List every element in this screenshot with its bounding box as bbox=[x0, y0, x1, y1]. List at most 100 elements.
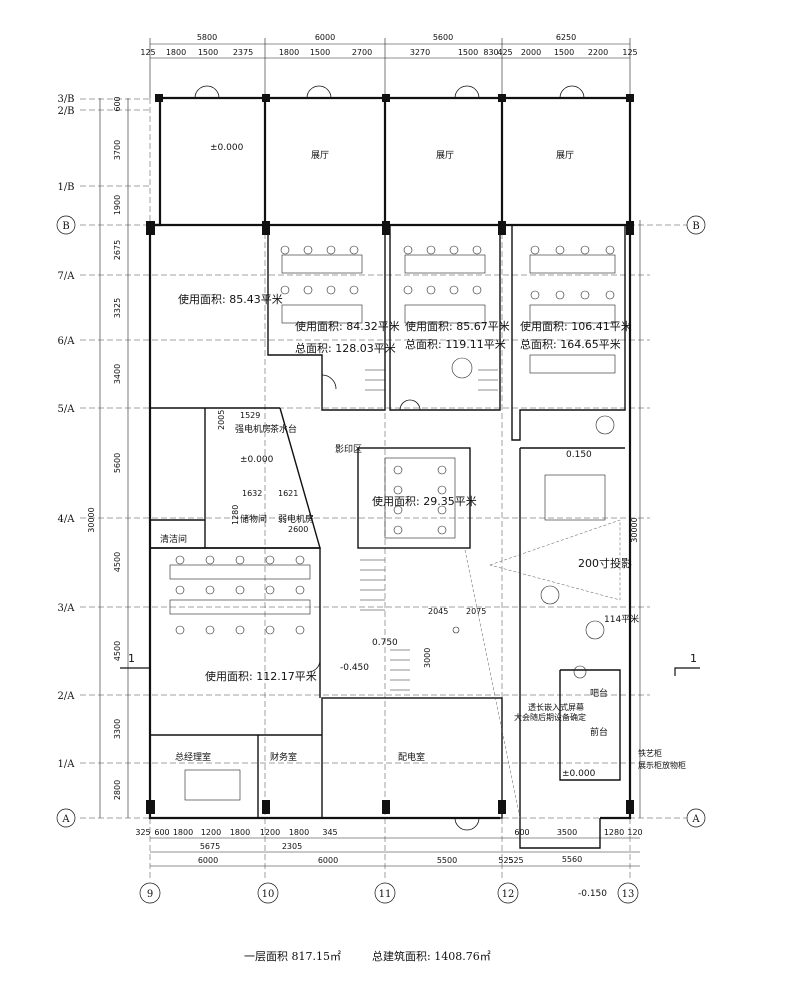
area-114: 114平米 bbox=[604, 613, 639, 625]
top-seg-6: 1500 bbox=[310, 48, 330, 57]
elev-m045: -0.450 bbox=[340, 663, 369, 673]
bot-row3-2: 6000 bbox=[318, 856, 338, 865]
row-axis-A: A bbox=[61, 814, 70, 825]
left-dim-overall: 30000 bbox=[87, 507, 96, 532]
dim-1280: 1280 bbox=[231, 505, 240, 525]
elev-015: 0.150 bbox=[566, 450, 592, 460]
room1-area: 使用面积: 85.43平米 bbox=[178, 293, 283, 306]
bot-row3-5: 525 bbox=[508, 856, 523, 865]
top-dim-overall-3: 5600 bbox=[433, 33, 453, 42]
top-seg-1: 125 bbox=[140, 48, 155, 57]
row-axis-A-right: A bbox=[691, 814, 700, 825]
print-area: 影印区 bbox=[335, 443, 362, 455]
bot-seg-1: 325 bbox=[135, 828, 150, 837]
bar-counter: 吧台 bbox=[590, 687, 608, 699]
left-seg-5: 3325 bbox=[113, 298, 122, 318]
gm-office: 总经理室 bbox=[175, 751, 211, 763]
left-seg-9: 4500 bbox=[113, 641, 122, 661]
top-seg-4: 2375 bbox=[233, 48, 253, 57]
room4-area: 使用面积: 106.41平米 bbox=[520, 320, 632, 333]
left-seg-8: 4500 bbox=[113, 552, 122, 572]
section-marker-right: 1 bbox=[690, 652, 697, 665]
top-dim-overall-4: 6250 bbox=[556, 33, 576, 42]
top-dim-overall-1: 5800 bbox=[197, 33, 217, 42]
room4-total: 总面积: 164.65平米 bbox=[520, 337, 621, 351]
top-seg-15: 125 bbox=[622, 48, 637, 57]
top-dim-overall-2: 6000 bbox=[315, 33, 335, 42]
open-office-area: 使用面积: 112.17平米 bbox=[205, 670, 317, 683]
bot-row3-3: 5500 bbox=[437, 856, 457, 865]
dim-1621: 1621 bbox=[278, 489, 298, 498]
left-seg-11: 2800 bbox=[113, 780, 122, 800]
left-seg-10: 3300 bbox=[113, 719, 122, 739]
front-desk: 前台 bbox=[590, 726, 608, 738]
tea-counter: 茶水台 bbox=[270, 423, 297, 435]
bot-seg-11: 1280 bbox=[604, 828, 624, 837]
bot-seg-4: 1200 bbox=[201, 828, 221, 837]
meeting-area: 使用面积: 29.35平米 bbox=[372, 495, 477, 508]
col-axis-13: 13 bbox=[622, 889, 635, 900]
col-axis-10: 10 bbox=[262, 889, 275, 900]
room2-area: 使用面积: 84.32平米 bbox=[295, 320, 400, 333]
top-seg-13: 1500 bbox=[554, 48, 574, 57]
row-axis-B-right: B bbox=[692, 221, 699, 232]
bot-row2-3: 5560 bbox=[562, 855, 582, 864]
row-axis-4A: 4/A bbox=[58, 514, 76, 525]
row-axis-2B: 2/B bbox=[57, 106, 74, 117]
cleaning: 清洁间 bbox=[160, 533, 187, 545]
left-seg-2: 3700 bbox=[113, 140, 122, 160]
room3-area: 使用面积: 85.67平米 bbox=[405, 320, 510, 333]
left-seg-1: 600 bbox=[113, 96, 122, 111]
showroom-3: 展厅 bbox=[556, 150, 574, 161]
bot-row2-1: 5675 bbox=[200, 842, 220, 851]
row-axis-5A: 5/A bbox=[58, 404, 76, 415]
left-seg-4: 2675 bbox=[113, 240, 122, 260]
elev-075: 0.750 bbox=[372, 638, 398, 648]
bot-row3-4: 525 bbox=[498, 856, 513, 865]
total-area-label: 总建筑面积: 1408.76㎡ bbox=[372, 950, 491, 963]
top-seg-14: 2200 bbox=[588, 48, 608, 57]
top-seg-12: 2000 bbox=[521, 48, 541, 57]
bot-seg-2: 600 bbox=[154, 828, 169, 837]
bot-seg-6: 1200 bbox=[260, 828, 280, 837]
elev-m015: -0.150 bbox=[578, 889, 607, 899]
bot-seg-8: 345 bbox=[322, 828, 337, 837]
top-seg-9: 1500 bbox=[458, 48, 478, 57]
bot-seg-5: 1800 bbox=[230, 828, 250, 837]
storage: 储物间 bbox=[240, 513, 267, 525]
col-axis-9: 9 bbox=[147, 889, 153, 900]
top-seg-2: 1800 bbox=[166, 48, 186, 57]
left-seg-6: 3400 bbox=[113, 364, 122, 384]
showroom-1: 展厅 bbox=[311, 150, 329, 161]
dim-2005: 2005 bbox=[217, 410, 226, 430]
note-screen: 透长嵌入式屏幕 bbox=[528, 702, 584, 712]
col-axis-11: 11 bbox=[379, 889, 392, 900]
elev-lobby: ±0.000 bbox=[562, 769, 596, 779]
room3-total: 总面积: 119.11平米 bbox=[405, 337, 506, 351]
power-room: 强电机房 bbox=[235, 423, 271, 435]
section-marker-left: 1 bbox=[128, 652, 135, 665]
top-seg-11: 425 bbox=[497, 48, 512, 57]
top-seg-10: 830 bbox=[483, 48, 498, 57]
bot-seg-9: 600 bbox=[514, 828, 529, 837]
dim-2075: 2075 bbox=[466, 607, 486, 616]
bot-seg-7: 1800 bbox=[289, 828, 309, 837]
left-seg-7: 5600 bbox=[113, 453, 122, 473]
row-axis-2A: 2/A bbox=[58, 691, 76, 702]
note-equipment: 大会随后期设备确定 bbox=[514, 712, 586, 722]
finance-office: 财务室 bbox=[270, 751, 297, 763]
distribution-room: 配电室 bbox=[398, 751, 425, 763]
elev-wc: ±0.000 bbox=[240, 455, 274, 465]
dim-1529: 1529 bbox=[240, 411, 260, 420]
left-seg-3: 1900 bbox=[113, 195, 122, 215]
dim-2045: 2045 bbox=[428, 607, 448, 616]
bot-seg-12: 120 bbox=[627, 828, 642, 837]
dim-3000: 3000 bbox=[423, 648, 432, 668]
note-iron-cabinet: 铁艺柜 bbox=[638, 748, 662, 758]
dim-2600: 2600 bbox=[288, 525, 308, 534]
right-dim-overall: 30000 bbox=[630, 517, 639, 542]
top-seg-7: 2700 bbox=[352, 48, 372, 57]
elev-top: ±0.000 bbox=[210, 143, 244, 153]
room2-total: 总面积: 128.03平米 bbox=[295, 341, 396, 355]
